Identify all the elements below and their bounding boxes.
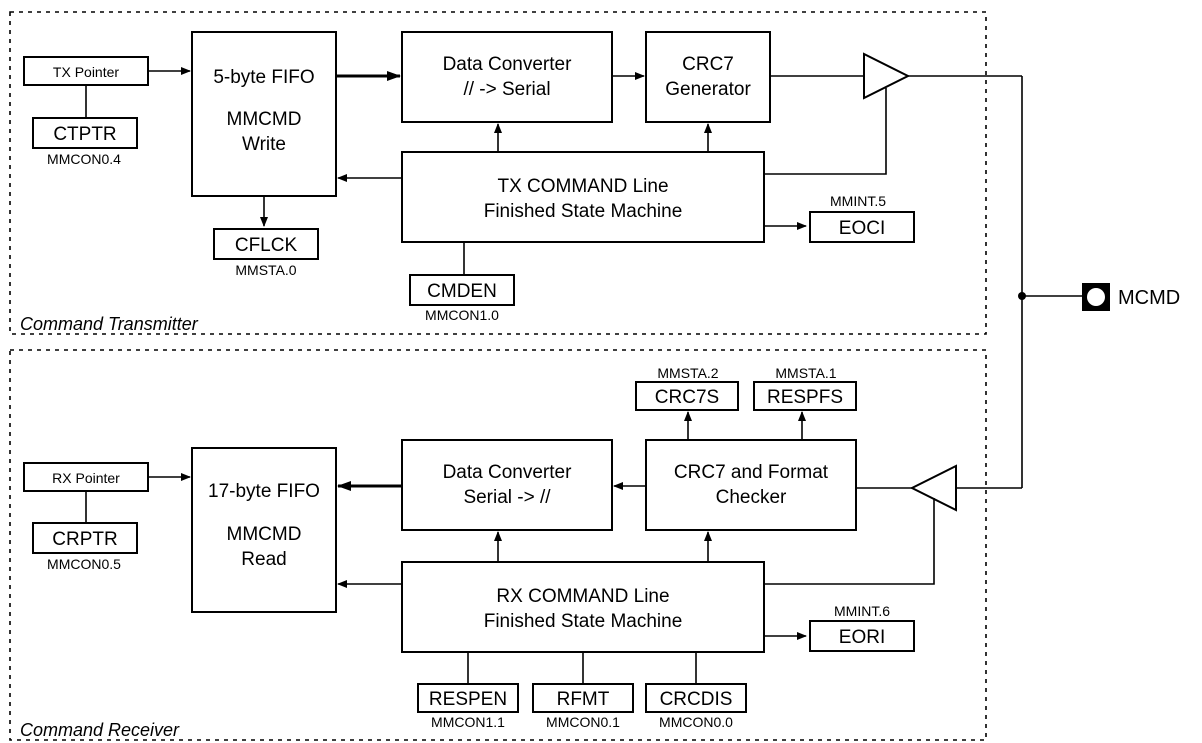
cmden-register: [409, 274, 515, 306]
crc7-checker-line1: CRC7 and Format: [674, 462, 829, 483]
crc7-checker-line2: Checker: [716, 487, 787, 508]
respen-register: [417, 683, 519, 713]
rx-fsm-to-buffer-enable-line: [764, 498, 935, 585]
cflck-name: CFLCK: [235, 235, 298, 256]
eoci-address: MMINT.5: [830, 193, 886, 209]
ctptr-name: CTPTR: [53, 124, 116, 145]
crc7-generator-line1: CRC7: [682, 54, 734, 75]
rx-fifo-line1: 17-byte FIFO: [208, 481, 320, 502]
crc7s-register: [635, 381, 739, 411]
tx-fifo-line2: MMCMD: [227, 109, 302, 130]
tx-fsm-block: [401, 151, 765, 243]
rx-pointer-label: RX Pointer: [52, 470, 120, 486]
rfmt-register: [532, 683, 634, 713]
eori-register: [809, 620, 915, 652]
tx-fsm-line2: Finished State Machine: [484, 201, 683, 222]
rfmt-address: MMCON0.1: [546, 714, 620, 730]
tx-data-converter-block: [401, 31, 613, 123]
crc7-format-checker-block: [645, 439, 857, 531]
rx-fsm-line2: Finished State Machine: [484, 611, 683, 632]
rx-fifo-line3: Read: [241, 549, 286, 570]
transmitter-section-frame: [9, 11, 987, 335]
crcdis-name: CRCDIS: [660, 689, 733, 710]
rx-converter-line2: Serial -> //: [463, 487, 551, 508]
cflck-register: [213, 228, 319, 260]
tx-fifo-block: [191, 31, 337, 197]
tx-pointer-label: TX Pointer: [53, 64, 119, 80]
transmitter-section-label: Command Transmitter: [20, 314, 199, 334]
tx-fifo-line1: 5-byte FIFO: [213, 67, 314, 88]
cflck-address: MMSTA.0: [235, 262, 296, 278]
eori-address: MMINT.6: [834, 603, 890, 619]
crc7-generator-line2: Generator: [665, 79, 751, 100]
tx-fsm-line1: TX COMMAND Line: [497, 176, 668, 197]
rfmt-name: RFMT: [557, 689, 610, 710]
crcdis-address: MMCON0.0: [659, 714, 733, 730]
receiver-section-label: Command Receiver: [20, 720, 180, 740]
tx-output-buffer-icon: [863, 52, 911, 100]
crptr-address: MMCON0.5: [47, 556, 121, 572]
crptr-register: [32, 522, 138, 554]
respfs-address: MMSTA.1: [775, 365, 836, 381]
rx-fsm-line1: RX COMMAND Line: [496, 586, 669, 607]
eoci-register: [809, 211, 915, 243]
tx-converter-line2: // -> Serial: [463, 79, 550, 100]
receiver-section-frame: [9, 349, 987, 741]
respen-address: MMCON1.1: [431, 714, 505, 730]
rx-fifo-block: [191, 447, 337, 613]
crc7s-name: CRC7S: [655, 387, 719, 408]
eori-name: EORI: [839, 627, 885, 648]
crcdis-register: [645, 683, 747, 713]
respfs-register: [753, 381, 857, 411]
respfs-name: RESPFS: [767, 387, 843, 408]
ctptr-address: MMCON0.4: [47, 151, 121, 167]
rx-fsm-block: [401, 561, 765, 653]
rx-data-converter-block: [401, 439, 613, 531]
tx-converter-line1: Data Converter: [443, 54, 573, 75]
mcmd-pin-hole: [1087, 288, 1105, 306]
respen-name: RESPEN: [429, 689, 507, 710]
crc7s-address: MMSTA.2: [657, 365, 718, 381]
cmden-address: MMCON1.0: [425, 307, 499, 323]
rx-converter-line1: Data Converter: [443, 462, 573, 483]
rx-fifo-line2: MMCMD: [227, 524, 302, 545]
crc7-generator-block: [645, 31, 771, 123]
mcmd-pin-label: MCMD: [1118, 287, 1180, 309]
cmden-name: CMDEN: [427, 281, 497, 302]
crptr-name: CRPTR: [52, 529, 117, 550]
tx-fsm-to-buffer-enable-line: [764, 88, 887, 175]
eoci-name: EOCI: [839, 218, 885, 239]
tx-fifo-line3: Write: [242, 134, 286, 155]
ctptr-register: [32, 117, 138, 149]
